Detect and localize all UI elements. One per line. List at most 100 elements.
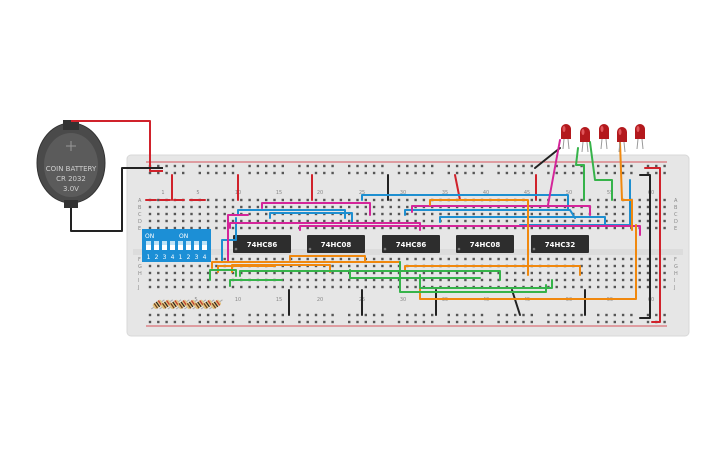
pink-wire[interactable]: [411, 205, 591, 216]
orange-wire[interactable]: [289, 255, 366, 263]
blue-wire[interactable]: [269, 212, 353, 223]
coin-battery[interactable]: COIN BATTERY CR 2032 3.0V: [36, 120, 106, 208]
dip-toggle[interactable]: [186, 241, 191, 250]
dip-toggle-knob[interactable]: [162, 241, 167, 245]
hole: [364, 313, 367, 317]
hole: [621, 226, 625, 230]
resistor[interactable]: [199, 297, 216, 311]
led[interactable]: [561, 124, 571, 150]
hole: [223, 164, 226, 168]
dip-toggle-knob[interactable]: [170, 241, 175, 245]
hole: [530, 198, 533, 202]
pink-wire[interactable]: [299, 225, 641, 236]
resistor[interactable]: [174, 297, 191, 311]
green-wire[interactable]: [575, 147, 585, 201]
hole: [223, 212, 226, 216]
dip-toggle[interactable]: [178, 241, 183, 250]
hole: [638, 285, 641, 289]
hole: [190, 212, 193, 216]
ic-chip[interactable]: 74HC08: [456, 235, 514, 253]
hole: [198, 212, 201, 216]
resistor-band: [199, 300, 204, 306]
dip-toggle-knob[interactable]: [154, 241, 159, 245]
ic-chip[interactable]: 74HC86: [382, 235, 440, 253]
hole: [314, 285, 318, 289]
hole: [646, 226, 650, 230]
dip-toggle[interactable]: [194, 241, 199, 250]
pink-wire[interactable]: [261, 202, 371, 216]
dip-toggle[interactable]: [154, 241, 159, 250]
hole: [348, 285, 351, 289]
blue-wire[interactable]: [361, 194, 569, 211]
hole: [364, 278, 367, 282]
pink-wire[interactable]: [227, 214, 249, 263]
black-wire[interactable]: [639, 174, 651, 319]
dip-toggle[interactable]: [202, 241, 207, 250]
dip-toggle-knob[interactable]: [202, 241, 207, 245]
orange-wire[interactable]: [429, 199, 529, 276]
battery-negative-wire[interactable]: [70, 167, 163, 232]
red-wire[interactable]: [644, 167, 661, 323]
resistor-band: [211, 303, 217, 309]
resistor[interactable]: [166, 297, 183, 311]
hole: [514, 171, 517, 175]
black-wire[interactable]: [511, 289, 521, 316]
hole: [323, 271, 326, 275]
hole: [198, 264, 201, 268]
green-wire[interactable]: [229, 279, 283, 287]
green-wire[interactable]: [239, 270, 501, 281]
hole: [397, 219, 401, 223]
dip-toggles[interactable]: [146, 241, 207, 250]
hole: [621, 219, 625, 223]
hole: [306, 205, 309, 209]
ic-body: [531, 235, 589, 253]
ic-chip[interactable]: 74HC86: [233, 235, 291, 253]
resistor[interactable]: [183, 297, 200, 311]
hole: [522, 171, 525, 175]
dip-toggle-knob[interactable]: [178, 241, 183, 245]
hole: [630, 313, 633, 317]
resistor[interactable]: [191, 297, 208, 311]
orange-wire[interactable]: [404, 265, 581, 276]
column-number: 50: [566, 190, 572, 196]
orange-wire[interactable]: [619, 141, 633, 231]
led[interactable]: [599, 124, 609, 150]
hole: [597, 264, 600, 268]
green-wire[interactable]: [589, 141, 613, 201]
green-wire[interactable]: [349, 269, 481, 279]
hole: [231, 164, 235, 168]
green-wire[interactable]: [419, 274, 553, 289]
dip-toggle-knob[interactable]: [186, 241, 191, 245]
hole: [331, 219, 334, 223]
orange-wire[interactable]: [419, 224, 637, 300]
led[interactable]: [635, 124, 645, 150]
black-wire[interactable]: [534, 147, 561, 169]
battery-positive-wire[interactable]: [71, 120, 163, 172]
blue-wire[interactable]: [439, 216, 606, 226]
led[interactable]: [617, 127, 627, 153]
dip-toggle-knob[interactable]: [146, 241, 151, 245]
dip-on-label-2: ON: [179, 233, 188, 240]
hole: [480, 278, 484, 282]
led[interactable]: [580, 127, 590, 153]
ic-chip[interactable]: 74HC08: [307, 235, 365, 253]
pink-wire[interactable]: [547, 139, 561, 206]
blue-wire[interactable]: [404, 209, 576, 219]
orange-wire[interactable]: [231, 264, 331, 273]
resistor[interactable]: [150, 297, 167, 311]
dip-toggle[interactable]: [162, 241, 167, 250]
dip-toggle[interactable]: [146, 241, 151, 250]
hole: [381, 198, 384, 202]
dip-toggle-knob[interactable]: [194, 241, 199, 245]
hole: [348, 313, 351, 317]
resistor[interactable]: [208, 297, 225, 311]
hole: [289, 205, 293, 209]
green-wire[interactable]: [209, 269, 237, 281]
hole: [563, 285, 567, 289]
ic-chip[interactable]: 74HC32: [531, 235, 589, 253]
resistor[interactable]: [158, 297, 175, 311]
dip-toggle[interactable]: [170, 241, 175, 250]
hole: [281, 171, 284, 175]
hole: [431, 219, 434, 223]
